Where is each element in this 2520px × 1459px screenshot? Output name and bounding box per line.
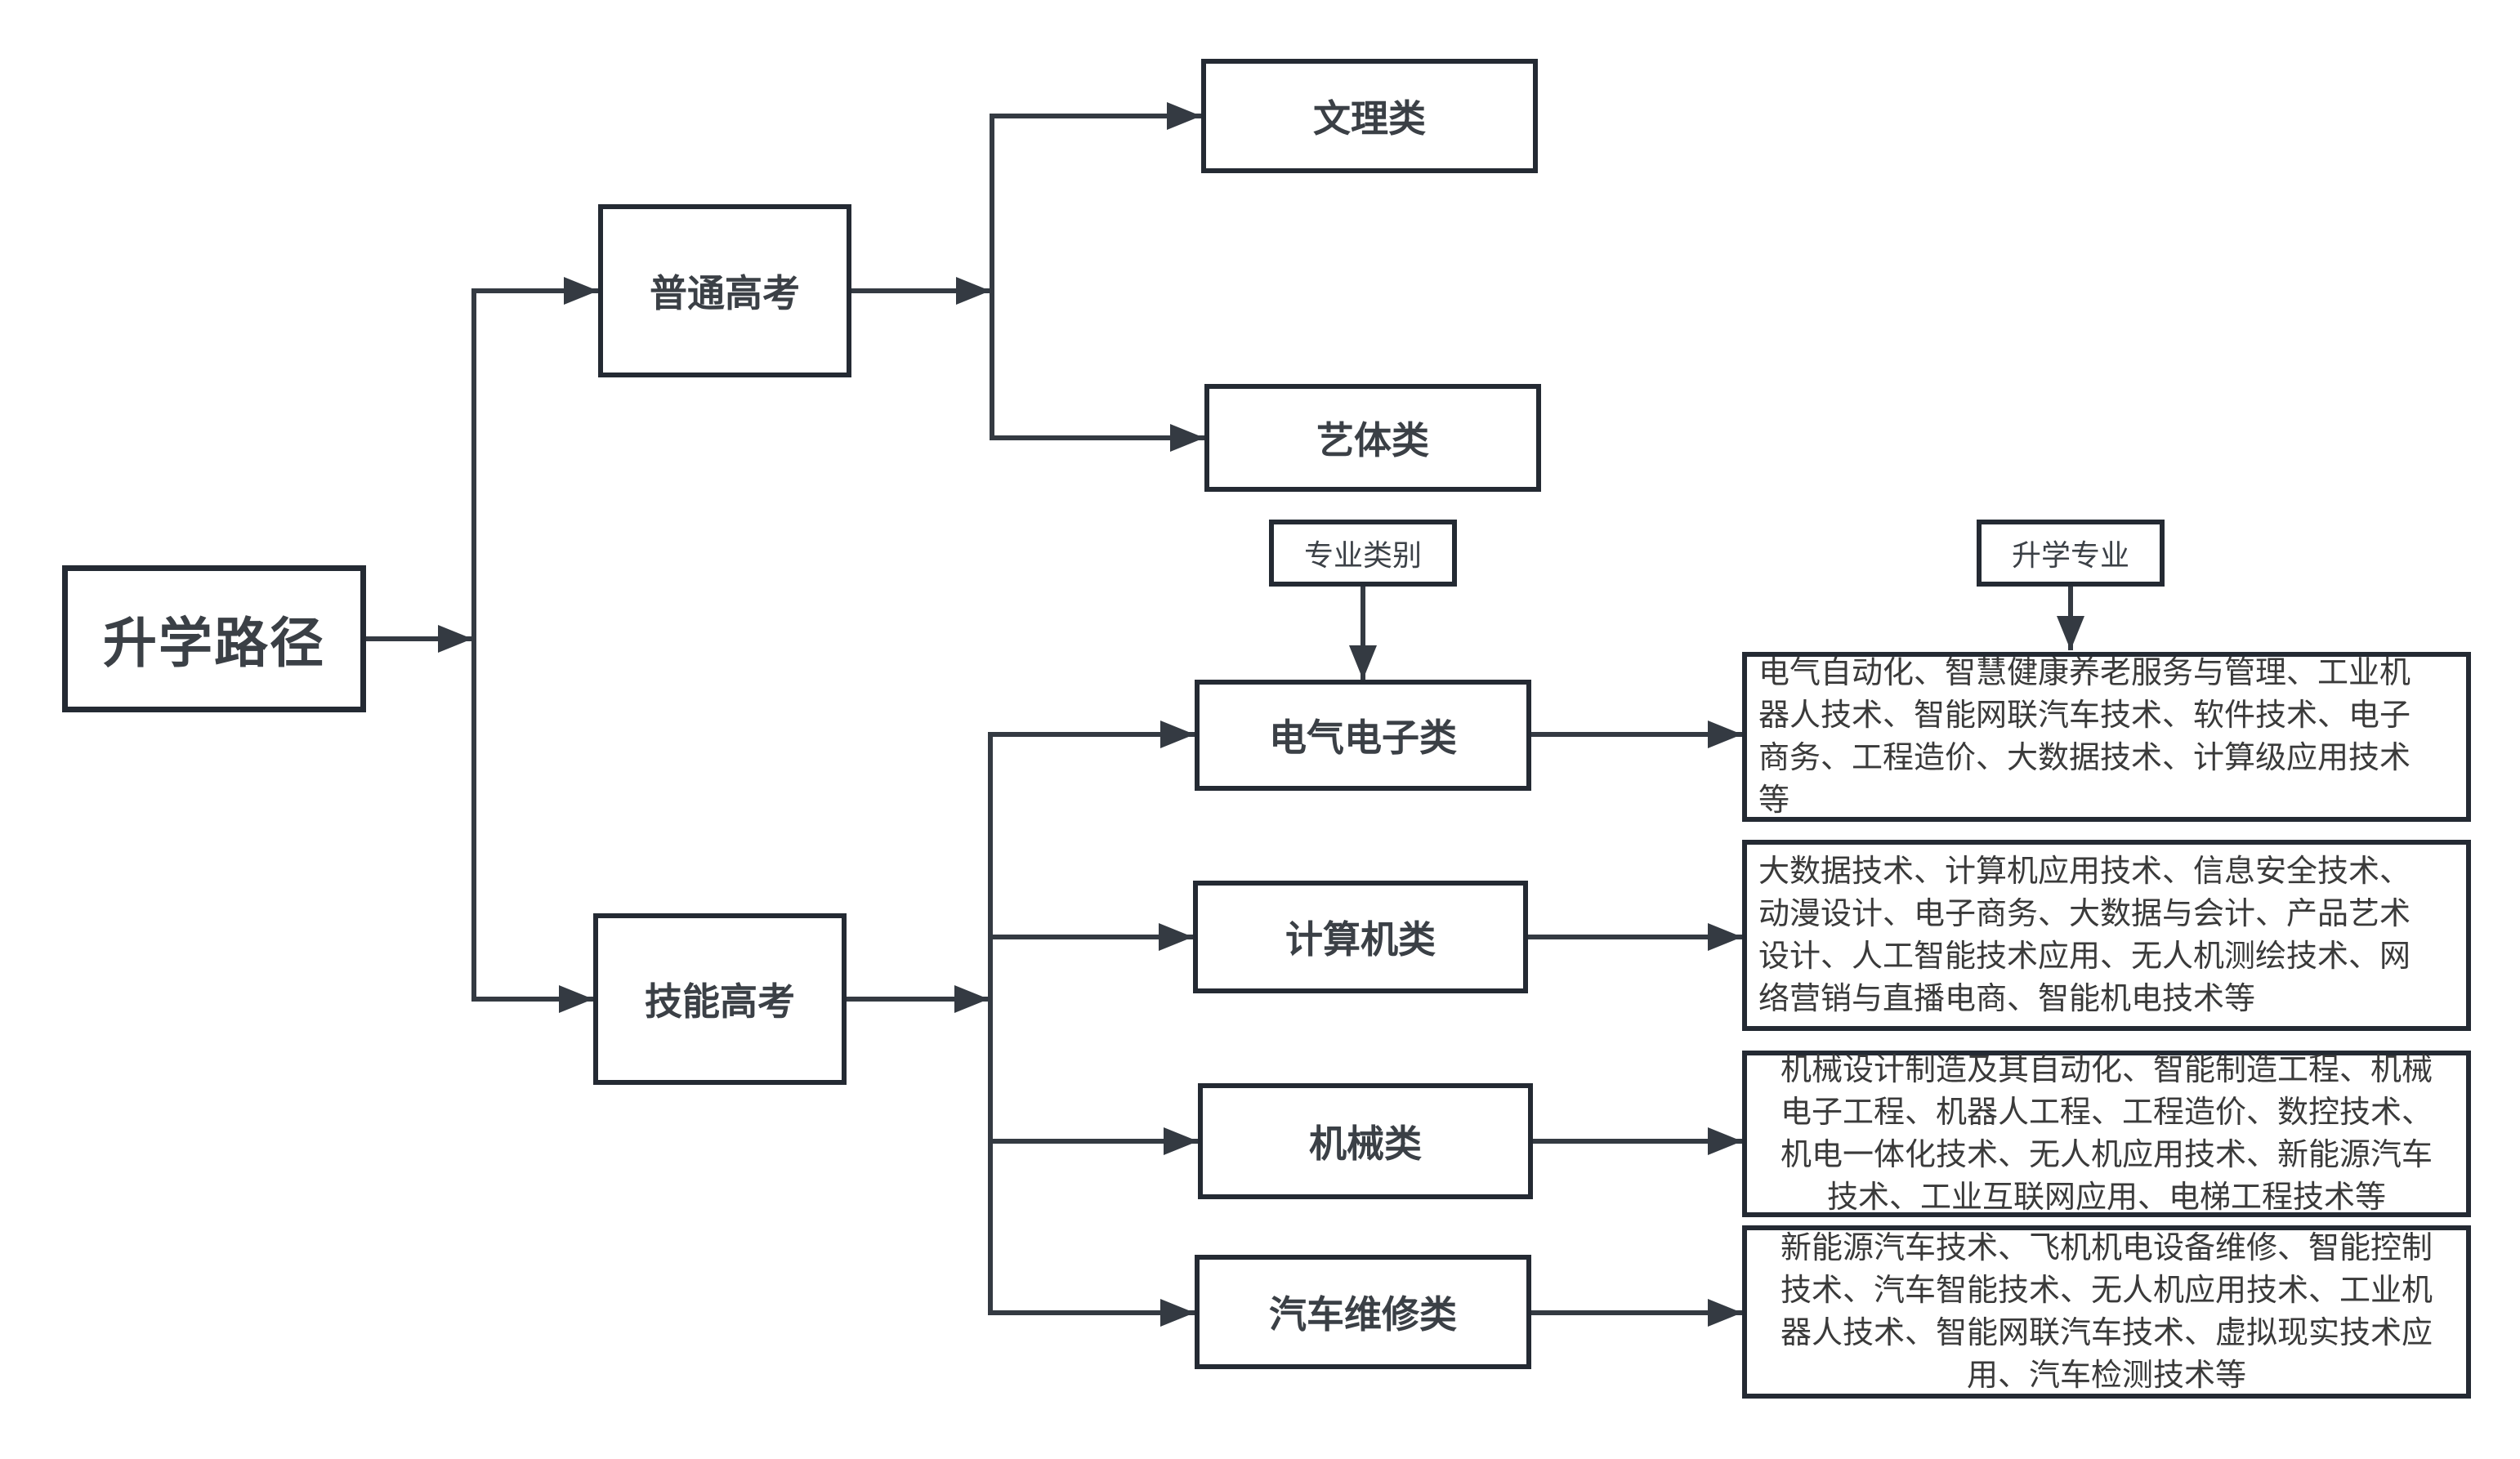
majors-line: 新能源汽车技术、飞机机电设备维修、智能控制 <box>1780 1231 2433 1265</box>
majors-line: 机械设计制造及其自动化、智能制造工程、机械 <box>1780 1053 2433 1087</box>
majors-line: 商务、工程造价、大数据技术、计算级应用技术 <box>1758 741 2411 775</box>
node-skills-exam: 技能高考 <box>593 913 847 1085</box>
header-majors-label: 升学专业 <box>2011 538 2129 572</box>
majors-line: 电气自动化、智慧健康养老服务与管理、工业机 <box>1758 656 2411 690</box>
majors-box-jisuanji: 大数据技术、计算机应用技术、信息安全技术、 动漫设计、电子商务、大数据与会计、产… <box>1742 840 2471 1031</box>
category-jixie-label: 机械类 <box>1309 1122 1422 1165</box>
category-qiche-label: 汽车维修类 <box>1269 1293 1457 1336</box>
root-label: 升学路径 <box>103 613 325 673</box>
node-category-qiche: 汽车维修类 <box>1195 1255 1531 1369</box>
majors-line: 电子工程、机器人工程、工程造价、数控技术、 <box>1780 1095 2433 1130</box>
majors-box-dianqi: 电气自动化、智慧健康养老服务与管理、工业机 器人技术、智能网联汽车技术、软件技术… <box>1742 652 2471 822</box>
node-category-jixie: 机械类 <box>1198 1083 1533 1199</box>
general-exam-label: 普通高考 <box>650 272 800 315</box>
node-track-wenli: 文理类 <box>1201 59 1538 173</box>
header-category-label: 专业类别 <box>1303 538 1422 572</box>
majors-line: 设计、人工智能技术应用、无人机测绘技术、网 <box>1758 939 2411 974</box>
majors-line: 技术、工业互联网应用、电梯工程技术等 <box>1826 1180 2386 1215</box>
node-category-dianqi: 电气电子类 <box>1195 680 1531 791</box>
majors-line: 器人技术、智能网联汽车技术、虚拟现实技术应 <box>1780 1316 2433 1350</box>
majors-line: 技术、汽车智能技术、无人机应用技术、工业机 <box>1780 1274 2433 1308</box>
majors-line: 用、汽车检测技术等 <box>1966 1359 2246 1393</box>
majors-line: 器人技术、智能网联汽车技术、软件技术、电子 <box>1758 698 2411 733</box>
majors-line: 动漫设计、电子商务、大数据与会计、产品艺术 <box>1758 897 2411 931</box>
majors-line: 等 <box>1758 783 1790 818</box>
track-wenli-label: 文理类 <box>1313 97 1426 140</box>
node-category-jisuanji: 计算机类 <box>1193 881 1528 993</box>
node-general-exam: 普通高考 <box>598 204 851 377</box>
majors-line: 大数据技术、计算机应用技术、信息安全技术、 <box>1758 854 2411 889</box>
track-yiti-label: 艺体类 <box>1316 419 1429 462</box>
majors-line: 络营销与直播电商、智能机电技术等 <box>1758 982 2256 1016</box>
node-track-yiti: 艺体类 <box>1204 384 1541 492</box>
majors-box-qiche: 新能源汽车技术、飞机机电设备维修、智能控制 技术、汽车智能技术、无人机应用技术、… <box>1742 1225 2471 1399</box>
skills-exam-label: 技能高考 <box>645 980 795 1023</box>
node-education-path-root: 升学路径 <box>62 565 366 712</box>
header-advancement-majors: 升学专业 <box>1977 520 2165 587</box>
header-category-type: 专业类别 <box>1269 520 1457 587</box>
category-dianqi-label: 电气电子类 <box>1269 716 1457 759</box>
majors-line: 机电一体化技术、无人机应用技术、新能源汽车 <box>1780 1138 2433 1172</box>
category-jisuanji-label: 计算机类 <box>1285 918 1436 961</box>
majors-box-jixie: 机械设计制造及其自动化、智能制造工程、机械 电子工程、机器人工程、工程造价、数控… <box>1742 1051 2471 1217</box>
